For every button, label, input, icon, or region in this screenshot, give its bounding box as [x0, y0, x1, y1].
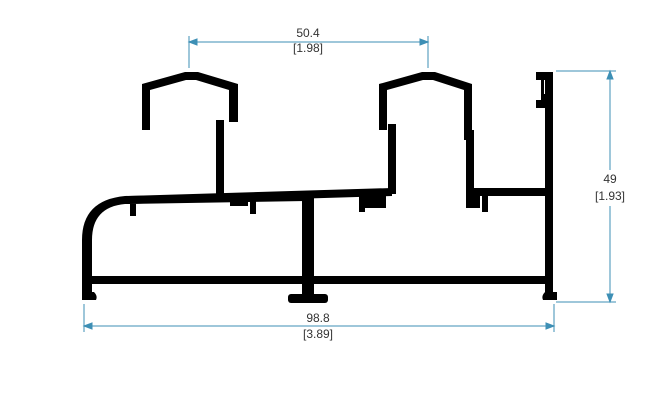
height-value: 49	[603, 172, 617, 186]
overall-width-value: 98.8	[306, 311, 330, 325]
right-hook	[536, 72, 553, 108]
profile-section	[82, 72, 557, 303]
sloped-deck	[125, 188, 392, 204]
center-foot	[288, 294, 328, 303]
left-curved-wall	[82, 193, 306, 296]
height-arrow-bottom	[606, 293, 614, 304]
box-stub-1	[466, 196, 480, 208]
box-stub-2	[482, 196, 488, 212]
height-arrow-top	[606, 69, 614, 80]
right-box-top	[472, 188, 553, 196]
top-width-arrow-left	[187, 38, 198, 46]
deck-stub-2	[230, 200, 248, 206]
overall-width-imperial: [3.89]	[303, 327, 333, 341]
deck-stub-1	[130, 204, 136, 216]
overall-width-arrow-right	[545, 322, 556, 330]
right-wall	[545, 72, 553, 300]
top-width-imperial: [1.98]	[293, 41, 323, 55]
top-width-arrow-right	[419, 38, 430, 46]
top-width-dimension	[187, 36, 430, 68]
bottom-rail	[86, 276, 553, 284]
left-hook-stem	[216, 120, 224, 196]
deck-stub-4	[359, 196, 365, 212]
right-hook-stem	[388, 124, 396, 194]
top-width-value: 50.4	[296, 26, 320, 40]
height-imperial: [1.93]	[595, 189, 625, 203]
height-dimension	[556, 69, 616, 304]
deck-stub-3	[250, 200, 256, 214]
overall-width-dimension	[82, 304, 556, 332]
deck-stub-5	[364, 196, 386, 208]
overall-width-arrow-left	[82, 322, 93, 330]
right-inner-wall	[466, 130, 474, 208]
center-post	[302, 196, 314, 298]
